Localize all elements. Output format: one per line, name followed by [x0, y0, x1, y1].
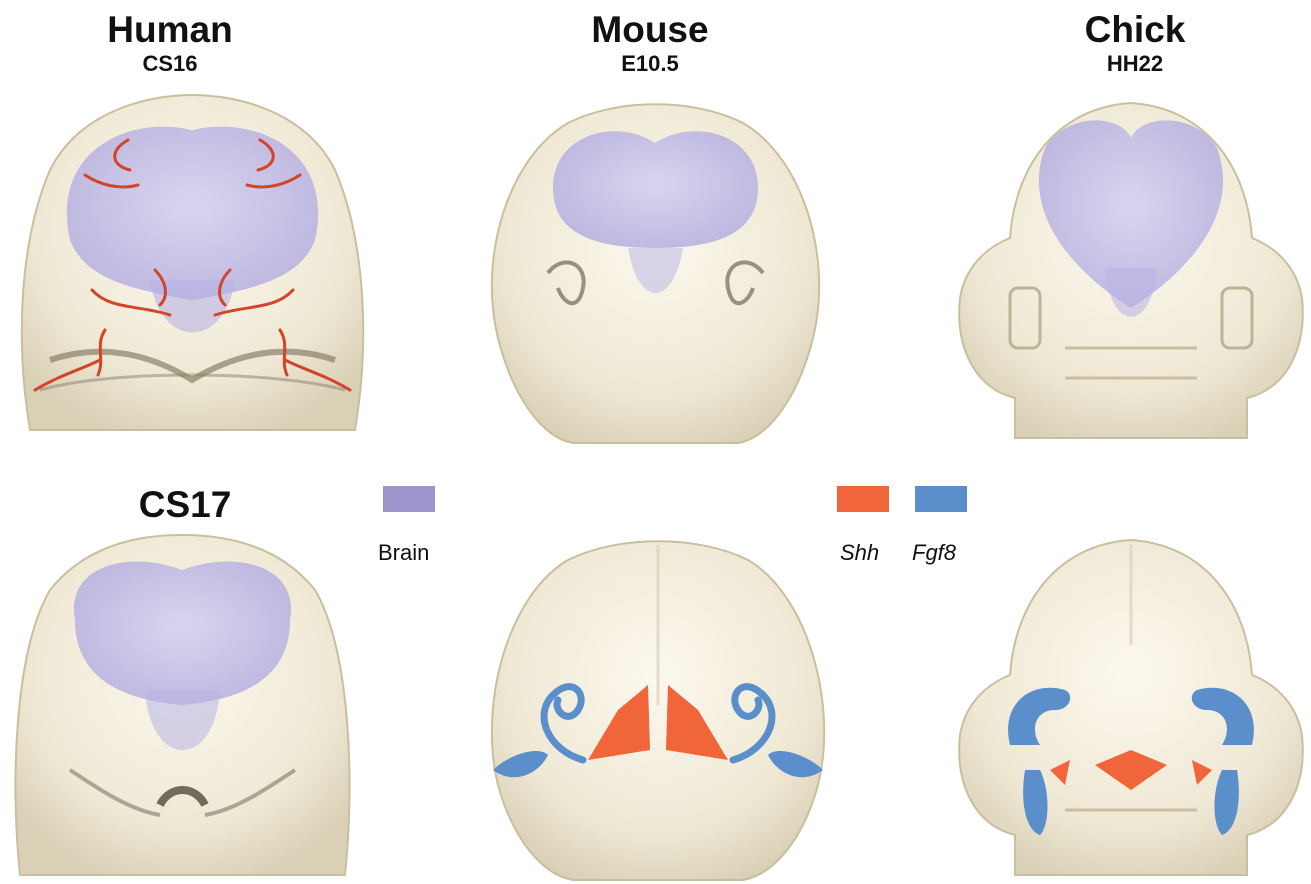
mouse-stage: E10.5	[570, 52, 730, 76]
human-stage-cs16: CS16	[95, 52, 245, 76]
chick-title: Chick	[1060, 10, 1210, 50]
fgf8-legend-label: Fgf8	[912, 540, 956, 566]
mouse-e10-5-top-embryo	[478, 98, 833, 443]
human-stage-cs17: CS17	[120, 485, 250, 525]
human-cs16-embryo	[10, 90, 375, 450]
chick-hh22-bottom-embryo	[955, 535, 1307, 880]
mouse-e10-5-bottom-embryo	[478, 535, 838, 880]
shh-legend-swatch	[837, 486, 889, 512]
fgf8-legend-swatch	[915, 486, 967, 512]
human-title: Human	[95, 10, 245, 50]
mouse-title: Mouse	[570, 10, 730, 50]
chick-hh22-top-embryo	[955, 98, 1307, 443]
brain-legend-label: Brain	[378, 540, 429, 566]
shh-legend-label: Shh	[840, 540, 879, 566]
human-cs17-embryo	[10, 530, 355, 880]
chick-stage: HH22	[1060, 52, 1210, 76]
brain-legend-swatch	[383, 486, 435, 512]
